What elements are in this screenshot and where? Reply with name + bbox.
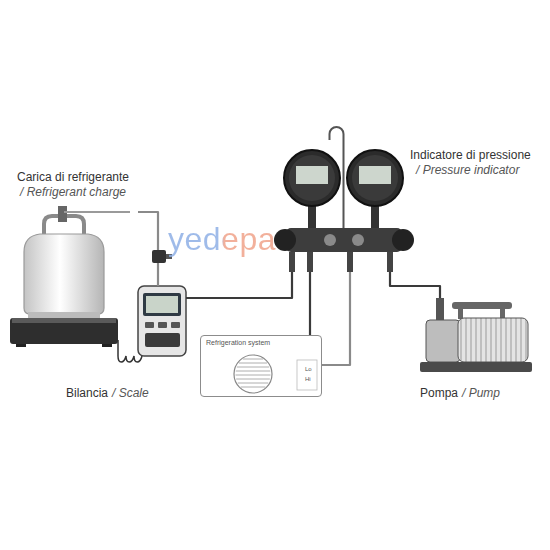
manifold-gauge <box>274 127 414 272</box>
part-caption-translation: / Pump <box>462 386 500 400</box>
part-caption: Carica di refrigerante <box>8 170 138 184</box>
charging-valve <box>152 250 166 263</box>
port-label: Lo <box>305 366 312 373</box>
port-label: Hi <box>305 376 311 383</box>
part-caption: Indicatore di pressione <box>410 148 531 162</box>
pump: Pompa / Pump <box>412 298 536 410</box>
refrigerant-charge: Carica di refrigerante/ Refrigerant char… <box>8 168 138 318</box>
refrigerant-hose <box>309 272 311 335</box>
pressure-indicator: Indicatore di pressione/ Pressure indica… <box>282 120 540 272</box>
refrigerant-hose <box>186 272 292 298</box>
refrigeration-system-box: Refrigeration systemLoHi <box>200 335 322 397</box>
part-caption: Bilancia <box>66 386 108 400</box>
refrigerant-hose <box>322 272 350 365</box>
part-caption-translation: / Scale <box>112 386 149 400</box>
refrigerant-cylinder <box>24 206 130 318</box>
scale-platform <box>10 318 118 347</box>
refrigerant-hose <box>138 212 158 286</box>
part-caption: Pompa <box>420 386 458 400</box>
scale: Bilancia/ Scale <box>138 286 186 356</box>
vacuum-pump <box>420 298 532 372</box>
part-caption-translation: / Refrigerant charge <box>8 185 138 199</box>
watermark: yedepa <box>168 220 276 258</box>
scale-controller <box>118 286 186 362</box>
refrigerant-hose <box>390 272 440 298</box>
part-caption-translation: / Pressure indicator <box>416 163 519 177</box>
box-title: Refrigeration system <box>206 339 270 347</box>
